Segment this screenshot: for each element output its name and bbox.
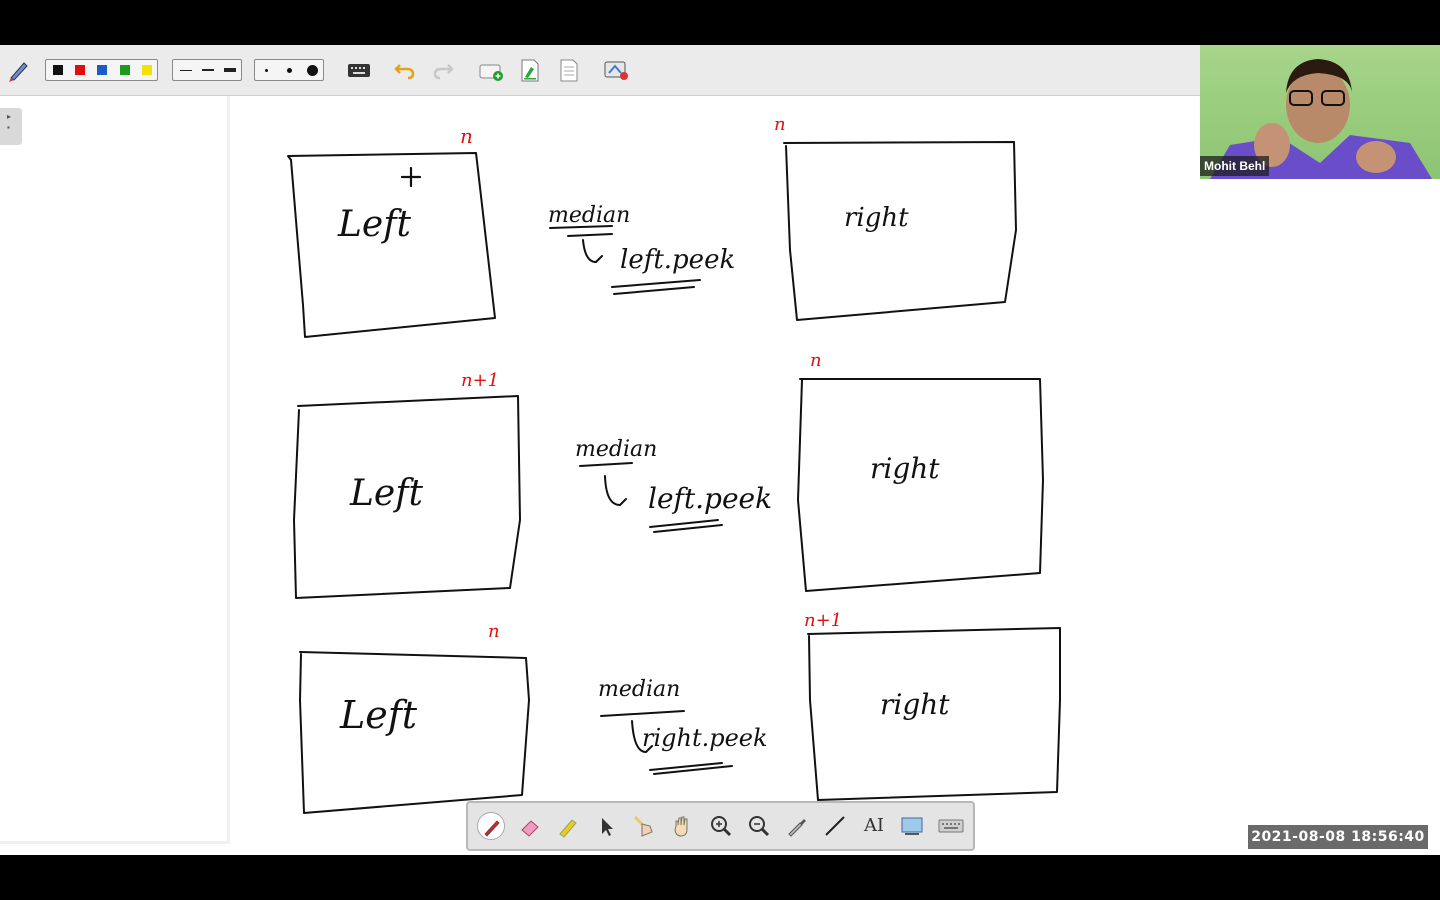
right-box-label-1: right — [844, 203, 909, 233]
median-label-3: median — [598, 677, 680, 702]
highlighter-icon[interactable] — [554, 812, 582, 840]
right-box-1 — [783, 141, 1017, 321]
new-document-icon[interactable] — [517, 57, 543, 83]
size-label-right-2: n — [810, 350, 822, 371]
participant-name: Mohit Behl — [1200, 156, 1270, 176]
select-arrow-icon[interactable] — [592, 812, 620, 840]
participant-video[interactable]: Mohit Behl — [1200, 45, 1440, 179]
size-label-right-1: n — [774, 114, 786, 135]
color-swatch-red[interactable] — [75, 65, 85, 75]
color-swatch-blue[interactable] — [97, 65, 107, 75]
size-label-left-3: n — [488, 621, 500, 642]
dot-size-group — [254, 59, 324, 81]
pages-panel — [0, 96, 230, 844]
size-label-left-1: n — [460, 124, 473, 148]
left-box-3 — [299, 651, 530, 814]
color-swatch-yellow[interactable] — [142, 65, 152, 75]
panel-expand-tab[interactable]: ▸ ▪ — [0, 108, 22, 145]
keyboard-icon[interactable] — [937, 812, 965, 840]
line-thick-option[interactable] — [224, 68, 236, 72]
color-swatch-black[interactable] — [53, 65, 63, 75]
zoom-in-icon[interactable] — [707, 812, 735, 840]
expand-arrow-icon: ▸ — [7, 112, 12, 121]
laser-pointer-icon[interactable] — [630, 812, 658, 840]
left-box-label-1: Left — [337, 204, 412, 245]
top-black-bar — [0, 0, 1440, 45]
screenshot-icon[interactable] — [603, 57, 629, 83]
median-result-2: left.peek — [648, 482, 772, 515]
size-label-right-3: n+1 — [804, 610, 842, 631]
page-icon[interactable] — [556, 57, 582, 83]
left-box-label-3: Left — [339, 693, 418, 737]
eyedropper-icon[interactable] — [783, 812, 811, 840]
undo-icon[interactable] — [392, 57, 418, 83]
left-box-1 — [287, 152, 496, 338]
right-box-3 — [807, 627, 1061, 801]
median-label-1: median — [548, 203, 630, 228]
dot-small-option[interactable] — [265, 69, 268, 72]
zoom-out-icon[interactable] — [745, 812, 773, 840]
bottom-black-bar — [0, 855, 1440, 900]
median-result-3: right.peek — [642, 724, 768, 752]
crosshair-cursor — [400, 166, 422, 188]
line-icon[interactable] — [821, 812, 849, 840]
median-result-1: left.peek — [620, 245, 735, 275]
add-page-icon[interactable] — [478, 57, 504, 83]
dot-medium-option[interactable] — [287, 68, 292, 73]
line-medium-option[interactable] — [202, 69, 214, 71]
right-box-label-2: right — [870, 452, 940, 485]
left-box-2 — [293, 395, 521, 599]
median-label-2: median — [575, 437, 657, 462]
whiteboard-area[interactable] — [0, 45, 1440, 855]
color-palette — [45, 59, 158, 81]
pan-hand-icon[interactable] — [668, 812, 696, 840]
line-width-group — [172, 59, 242, 81]
right-box-2 — [797, 378, 1044, 592]
left-box-label-2: Left — [349, 473, 424, 514]
eraser-icon[interactable] — [516, 812, 544, 840]
color-swatch-green[interactable] — [120, 65, 130, 75]
keyboard-icon[interactable] — [346, 57, 372, 83]
pages-icon: ▪ — [7, 123, 10, 132]
size-label-left-2: n+1 — [461, 370, 499, 391]
line-thin-option[interactable] — [180, 70, 192, 71]
whiteboard-toolbar — [0, 45, 1200, 96]
redo-icon[interactable] — [430, 57, 456, 83]
screen-capture-icon[interactable] — [898, 812, 926, 840]
text-tool-icon[interactable]: AI — [863, 815, 885, 836]
drawing-tools-bar: AI — [466, 801, 975, 851]
right-box-label-3: right — [880, 688, 950, 721]
pen-settings-icon[interactable] — [6, 57, 32, 83]
recording-timestamp: 2021-08-08 18:56:40 — [1248, 825, 1428, 849]
dot-large-option[interactable] — [307, 65, 318, 76]
pen-icon[interactable] — [477, 812, 505, 840]
